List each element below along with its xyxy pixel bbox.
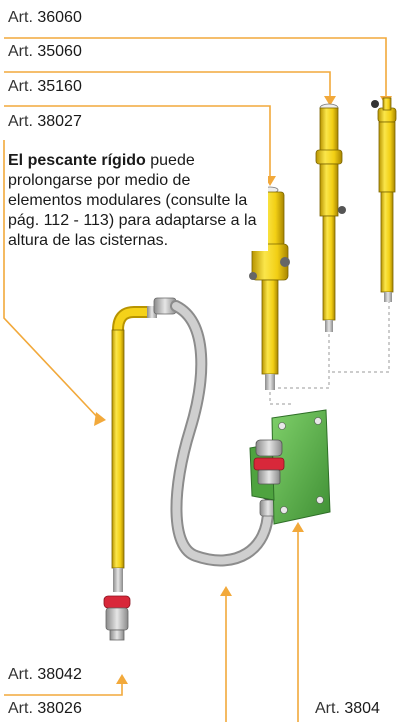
leader-35060 (4, 71, 331, 98)
label-prefix: Art. (8, 666, 33, 683)
leader-arrows (94, 96, 392, 684)
label-prefix: Art. (8, 700, 33, 717)
leader-38027 (3, 140, 101, 421)
pump-35060 (315, 103, 346, 332)
label-number: 38042 (37, 666, 82, 683)
description-rest: puede prolongarse por medio de elementos… (8, 152, 257, 249)
label-prefix: Art. (315, 700, 340, 717)
leader-36060 (4, 37, 387, 98)
label-art-35060: Art. 35060 (8, 43, 82, 61)
label-number: 3804 (344, 700, 380, 717)
leader-35160 (4, 105, 271, 178)
description-text: El pescante rígido puede prolongarse por… (8, 151, 268, 251)
label-number: 35160 (37, 78, 82, 95)
leader-lines (3, 37, 387, 722)
label-art-35160: Art. 35160 (8, 78, 82, 96)
pump-36060 (371, 97, 397, 302)
label-number: 38026 (37, 700, 82, 717)
label-art-38027: Art. 38027 (8, 113, 82, 131)
label-art-36060: Art. 36060 (8, 9, 82, 27)
label-prefix: Art. (8, 113, 33, 130)
guide-dashes (269, 300, 390, 405)
leader-38042 (4, 680, 123, 696)
bracket-3804x (249, 409, 331, 525)
label-prefix: Art. (8, 43, 33, 60)
description-bold: El pescante rígido (8, 152, 146, 169)
label-prefix: Art. (8, 78, 33, 95)
hose-38026 (153, 297, 277, 567)
label-number: 36060 (37, 9, 82, 26)
rigid-tube-38027 (111, 306, 157, 592)
coupling-38042 (103, 595, 131, 641)
label-prefix: Art. (8, 9, 33, 26)
label-art-38026: Art. 38026 (8, 700, 82, 718)
label-art-38042: Art. 38042 (8, 666, 82, 684)
label-number: 35060 (37, 43, 82, 60)
label-number: 38027 (37, 113, 82, 130)
label-art-3804x: Art. 3804 (315, 700, 380, 718)
